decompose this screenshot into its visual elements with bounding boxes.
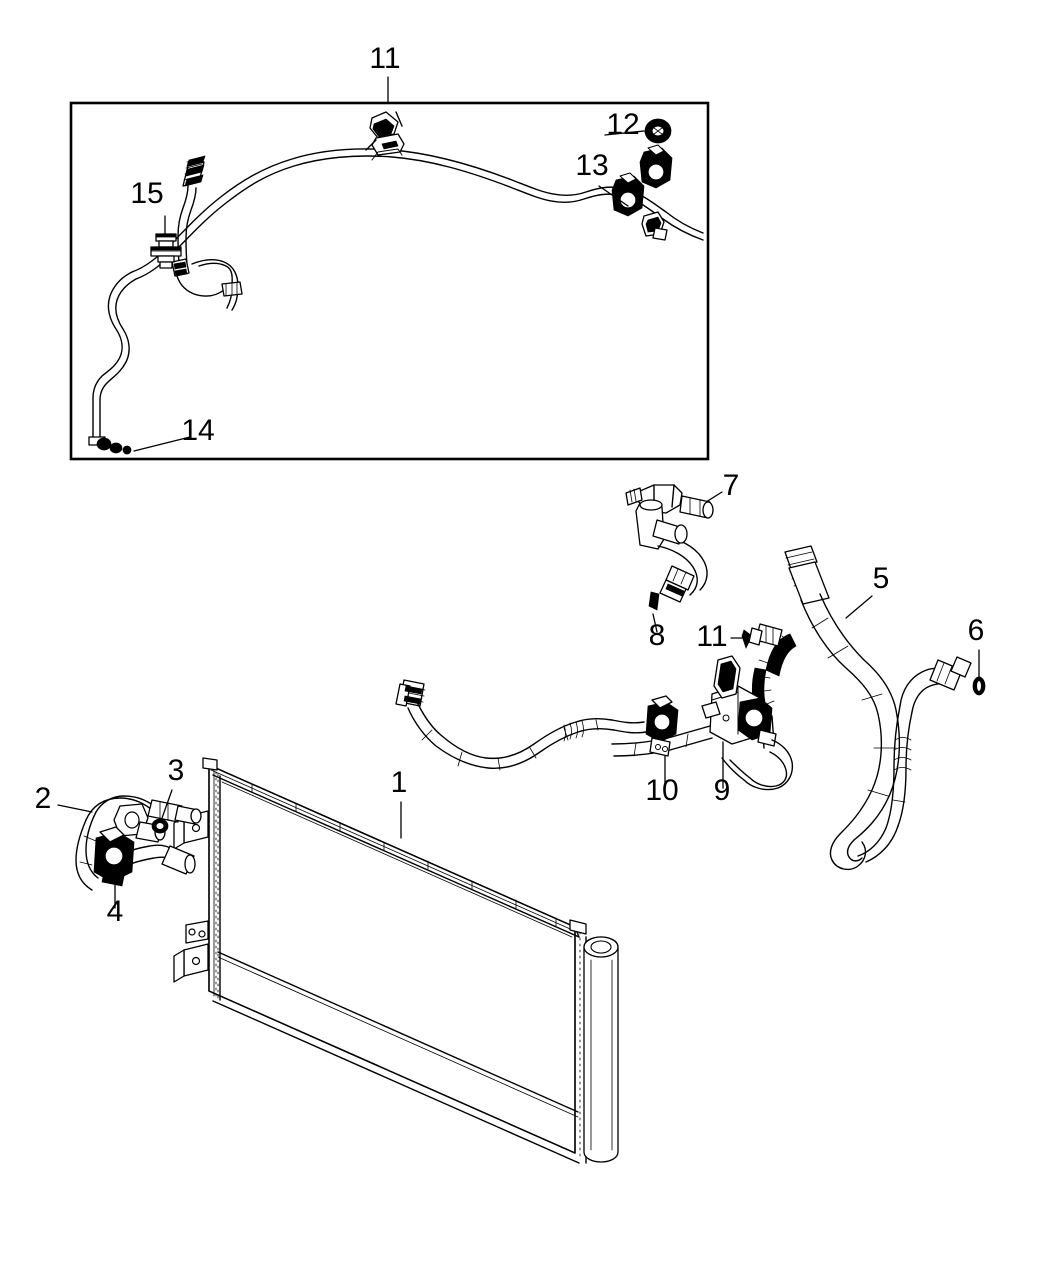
- tube-junction-fitting: [221, 281, 243, 297]
- service-port-fitting: [171, 258, 190, 277]
- callout-labels: 11 15 12 13 14 7 8 11 5 6 9 10 1 2 3 4: [35, 42, 985, 928]
- retainer-clip-13-upper: [639, 144, 673, 189]
- discharge-hose-5: [784, 545, 901, 871]
- quick-connect-coupler-4: [93, 826, 135, 909]
- tube-left-ribbed-end: [395, 679, 426, 707]
- valve-bottom-fitting: [659, 565, 695, 603]
- o-ring-6: [972, 649, 986, 696]
- condenser-inlet-tube: [395, 679, 647, 771]
- leader-line-2: [57, 804, 93, 813]
- callout-label-15: 15: [130, 177, 163, 210]
- o-ring-3: [151, 789, 173, 834]
- hose-9-top-fitting: [748, 623, 783, 647]
- leader-line-5: [845, 595, 873, 619]
- callout-label-4: 4: [107, 895, 124, 928]
- condenser-top-rail-ticks: [251, 783, 557, 927]
- inset-refrigerant-line: [88, 111, 704, 455]
- callout-label-9: 9: [714, 774, 731, 807]
- callout-label-14: 14: [181, 414, 214, 447]
- inset-end-fitting: [641, 211, 668, 241]
- retainer-clip-13-lower: [611, 172, 645, 217]
- condenser-assembly-1: [173, 757, 619, 1164]
- suction-hose-2: [57, 795, 202, 909]
- leader-line-13: [598, 185, 629, 207]
- tube-mid-ribbed: [563, 720, 584, 742]
- detail-callout-box: [69, 101, 710, 461]
- liquid-line-assembly-9: [611, 623, 797, 791]
- retainer-clip-12: [644, 118, 672, 144]
- callout-label-1: 1: [391, 766, 408, 799]
- ribbed-collar-top: [182, 155, 206, 187]
- leader-line-12: [604, 130, 645, 136]
- callout-label-10: 10: [645, 774, 678, 807]
- pressure-sensor-15: [150, 215, 182, 269]
- callout-label-13: 13: [575, 149, 608, 182]
- condenser-left-tank-texture: [215, 771, 219, 1000]
- callout-label-6: 6: [968, 614, 985, 647]
- leader-line-14: [133, 436, 191, 452]
- callout-label-3: 3: [168, 754, 185, 787]
- callout-label-2: 2: [35, 782, 52, 815]
- callout-label-5: 5: [873, 562, 890, 595]
- condenser-bracket-lower-left: [173, 943, 209, 983]
- line-connector-10: [645, 695, 679, 789]
- line-valve-block: [737, 697, 777, 747]
- receiver-drier: [583, 936, 619, 1163]
- callout-label-7: 7: [723, 469, 740, 502]
- hose-5-ribbed-end: [784, 545, 830, 605]
- callout-label-8: 8: [649, 619, 666, 652]
- right-lower-hose: [857, 656, 972, 863]
- arrow-marker-11-mid: [730, 629, 753, 649]
- hose-2-lower-port: [161, 845, 196, 875]
- callout-label-11-mid: 11: [696, 620, 727, 653]
- line-mounting-bracket: [365, 111, 405, 161]
- callout-label-11-top: 11: [369, 42, 400, 75]
- expansion-valve-7: [625, 484, 723, 603]
- condenser-bracket-mid-left: [185, 920, 209, 944]
- arrow-marker-8: [648, 591, 660, 633]
- right-hose-ribbed-section: [893, 737, 912, 771]
- callout-label-12: 12: [606, 108, 639, 141]
